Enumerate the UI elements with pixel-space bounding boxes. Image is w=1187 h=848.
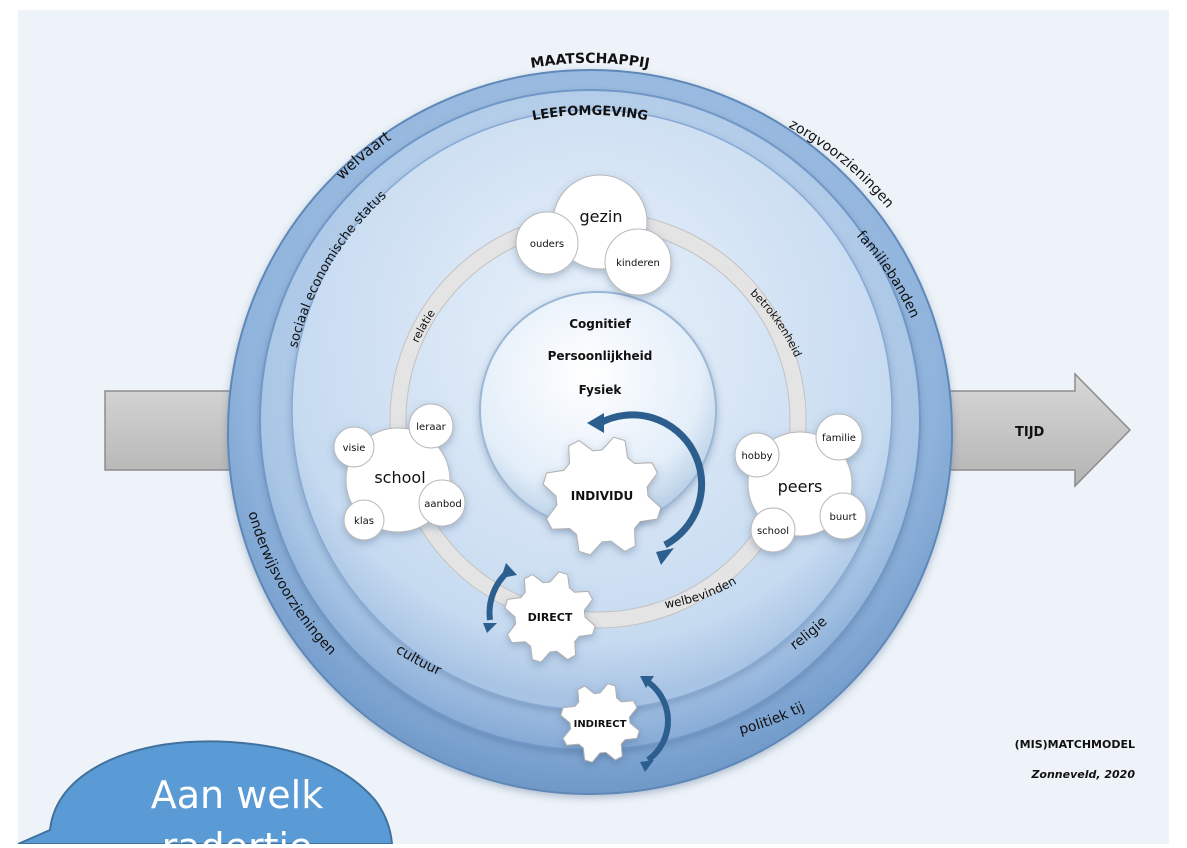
- item-familie: familie: [822, 433, 856, 444]
- item-aanbod: aanbod: [424, 499, 461, 510]
- speech-bubble-text: Aan welk: [151, 773, 323, 817]
- ring-title-maatschappij: MAATSCHAPPIJ: [529, 51, 650, 72]
- item-kinderen: kinderen: [616, 258, 660, 269]
- speech-bubble: [17, 740, 394, 845]
- cluster-title-school: school: [374, 468, 425, 487]
- cluster-title-gezin: gezin: [580, 207, 623, 226]
- gear-indirect-icon: [560, 683, 640, 763]
- item-hobby: hobby: [741, 451, 772, 462]
- item-buurt: buurt: [829, 512, 856, 523]
- item-leraar: leraar: [416, 422, 446, 433]
- cluster-peers: [734, 413, 867, 553]
- cluster-title-peers: peers: [778, 477, 823, 496]
- gear-direct-icon: [504, 571, 596, 663]
- cluster-gezin: [515, 174, 672, 296]
- gear-individu-icon: [542, 436, 662, 556]
- item-visie: visie: [343, 443, 366, 454]
- core-line-cognitief: Cognitief: [569, 317, 631, 331]
- model-credit: Zonneveld, 2020: [1031, 768, 1135, 781]
- rotation-arrow-indirect-icon: [640, 676, 672, 772]
- gear-label-indirect: INDIRECT: [574, 719, 627, 730]
- ring-title-leefomgeving: LEEFOMGEVING: [531, 104, 649, 124]
- speech-bubble-text-2: radertje: [162, 825, 313, 844]
- model-title: (MIS)MATCHMODEL: [1014, 738, 1135, 751]
- item-ouders: ouders: [530, 239, 564, 250]
- gear-label-direct: DIRECT: [528, 611, 573, 624]
- cluster-school: [333, 403, 466, 541]
- item-klas: klas: [354, 516, 374, 527]
- item-school-peers: school: [757, 526, 789, 537]
- rotation-arrow-individu-icon: [587, 411, 706, 565]
- core-line-persoonlijkheid: Persoonlijkheid: [548, 349, 653, 363]
- core-line-fysiek: Fysiek: [579, 383, 623, 397]
- rotation-arrow-direct-icon: [483, 563, 517, 633]
- gear-label-individu: INDIVIDU: [571, 489, 633, 503]
- time-arrow-label: TIJD: [1015, 425, 1045, 440]
